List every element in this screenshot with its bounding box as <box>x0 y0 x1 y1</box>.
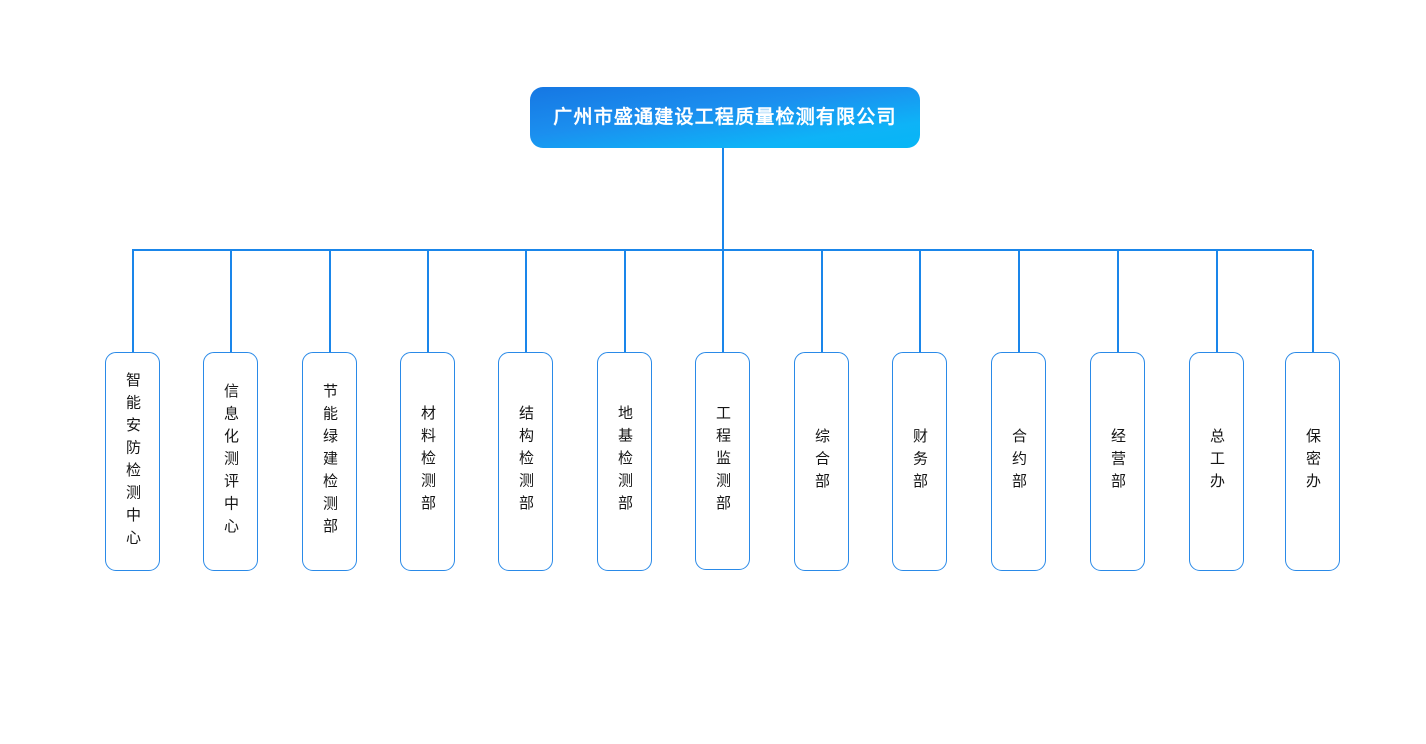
department-node-label: 智能安防检测中心 <box>124 371 141 552</box>
root-node-label: 广州市盛通建设工程质量检测有限公司 <box>553 107 897 128</box>
department-node[interactable]: 综合部 <box>794 352 849 571</box>
root-node-company[interactable]: 广州市盛通建设工程质量检测有限公司 <box>530 87 920 148</box>
department-node-label: 地基检测部 <box>616 405 633 518</box>
department-node-label: 结构检测部 <box>517 405 534 518</box>
department-node-label: 信息化测评中心 <box>222 382 239 541</box>
department-node[interactable]: 材料检测部 <box>400 352 455 571</box>
department-node-label: 保密办 <box>1304 427 1321 496</box>
department-node[interactable]: 工程监测部 <box>695 352 750 570</box>
department-node[interactable]: 保密办 <box>1285 352 1340 571</box>
department-node[interactable]: 合约部 <box>991 352 1046 571</box>
department-node-label: 材料检测部 <box>419 405 436 518</box>
department-node-label: 合约部 <box>1010 427 1027 496</box>
department-node-label: 工程监测部 <box>714 404 731 518</box>
department-node[interactable]: 智能安防检测中心 <box>105 352 160 571</box>
department-node[interactable]: 信息化测评中心 <box>203 352 258 571</box>
department-node[interactable]: 地基检测部 <box>597 352 652 571</box>
department-node[interactable]: 节能绿建检测部 <box>302 352 357 571</box>
department-node[interactable]: 财务部 <box>892 352 947 571</box>
department-node-label: 总工办 <box>1208 427 1225 496</box>
department-node-label: 节能绿建检测部 <box>321 382 338 541</box>
department-node[interactable]: 总工办 <box>1189 352 1244 571</box>
department-node-label: 财务部 <box>911 427 928 496</box>
department-node[interactable]: 经营部 <box>1090 352 1145 571</box>
department-node-label: 经营部 <box>1109 427 1126 496</box>
department-node-label: 综合部 <box>813 427 830 496</box>
department-node[interactable]: 结构检测部 <box>498 352 553 571</box>
